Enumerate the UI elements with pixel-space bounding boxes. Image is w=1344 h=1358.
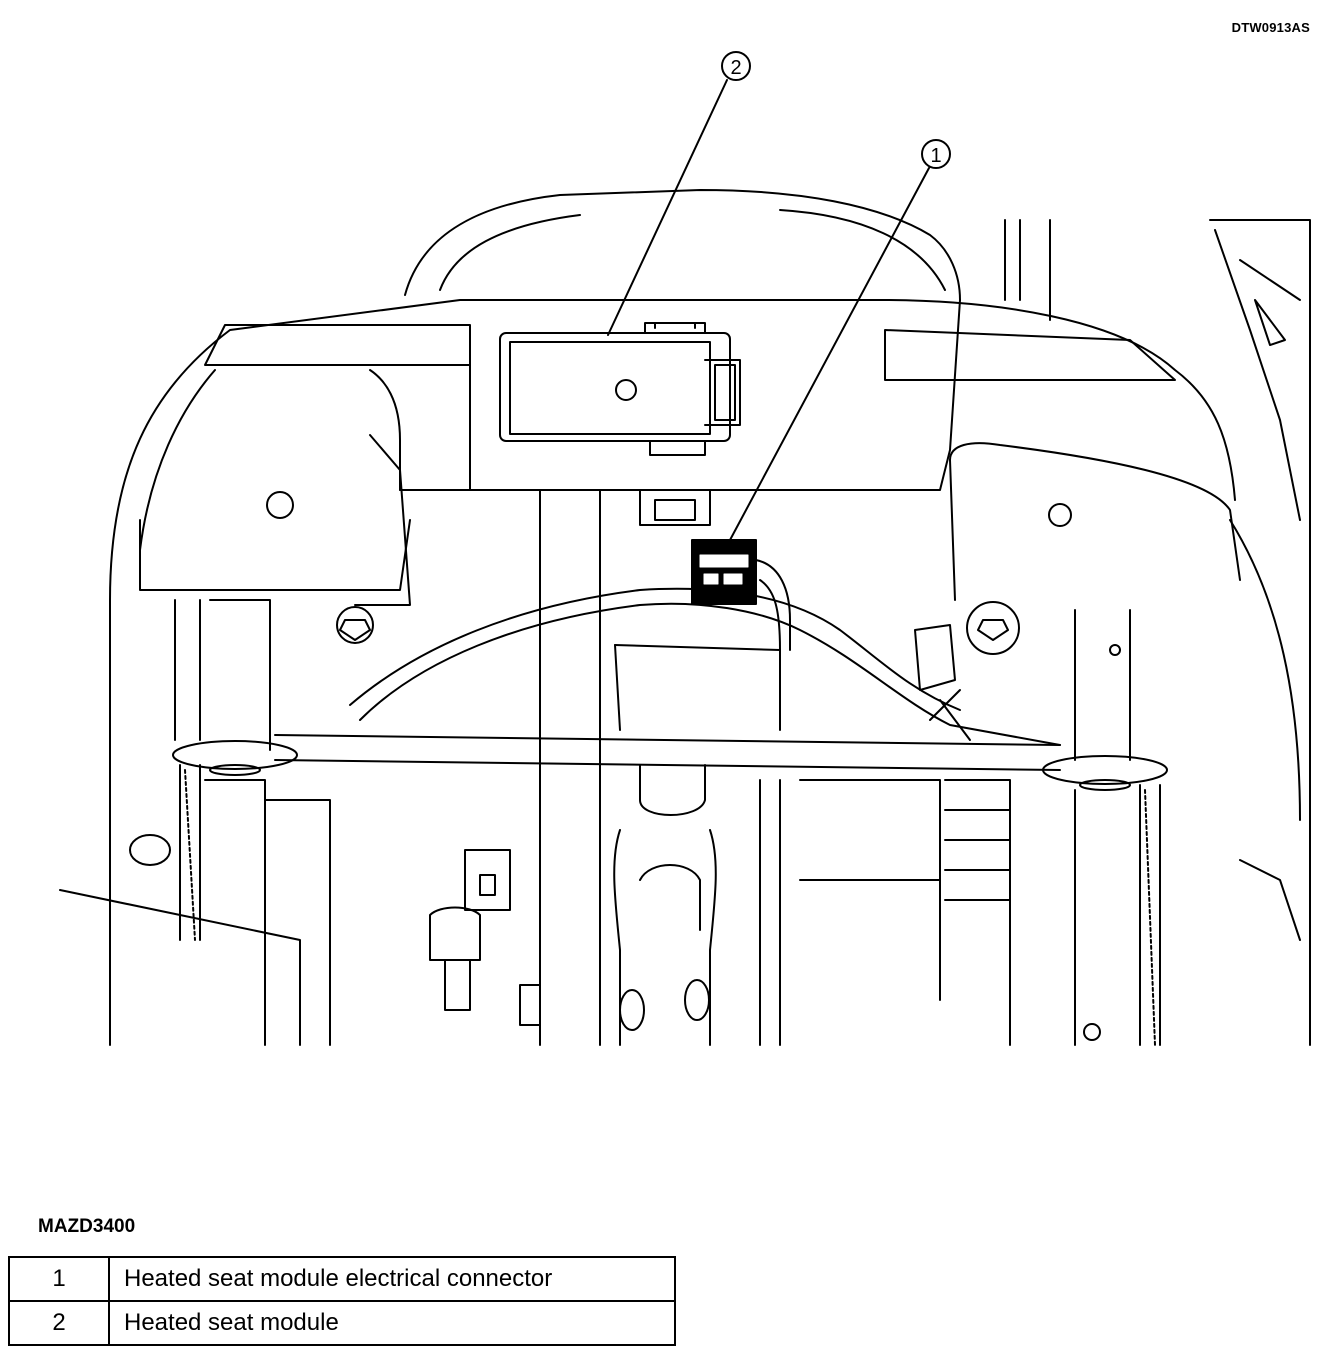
seat-underside-illustration: 2 1 <box>59 51 1311 1046</box>
legend-description: Heated seat module electrical connector <box>108 1256 676 1302</box>
legend-row: 1 Heated seat module electrical connecto… <box>8 1256 676 1302</box>
seat-cushion-outline <box>109 189 1236 1046</box>
legend-number: 2 <box>8 1300 110 1346</box>
callout-1: 1 <box>921 139 951 169</box>
legend-description: Heated seat module <box>108 1300 676 1346</box>
seat-frame-right <box>1004 219 1311 1046</box>
heated-seat-module <box>499 322 741 526</box>
legend-table: 1 Heated seat module electrical connecto… <box>8 1256 676 1346</box>
heated-seat-module-connector <box>691 539 791 651</box>
lower-crossbar <box>172 734 1168 791</box>
right-bracket <box>914 442 1241 691</box>
left-bracket <box>139 434 411 644</box>
right-seat-rail <box>1074 609 1161 1046</box>
callout-2: 2 <box>721 51 751 81</box>
callout-2-label: 2 <box>730 57 741 79</box>
left-seat-rail <box>59 599 331 1046</box>
figure-id: DTW0913AS <box>1231 20 1310 35</box>
center-cover <box>369 299 961 491</box>
legend-number: 1 <box>8 1256 110 1302</box>
center-mechanism <box>429 489 1011 1046</box>
callout-1-label: 1 <box>930 145 941 167</box>
source-code: MAZD3400 <box>38 1216 136 1237</box>
legend-row: 2 Heated seat module <box>8 1300 676 1346</box>
callout-leaders <box>607 79 930 541</box>
wiring-harness <box>349 587 1061 746</box>
